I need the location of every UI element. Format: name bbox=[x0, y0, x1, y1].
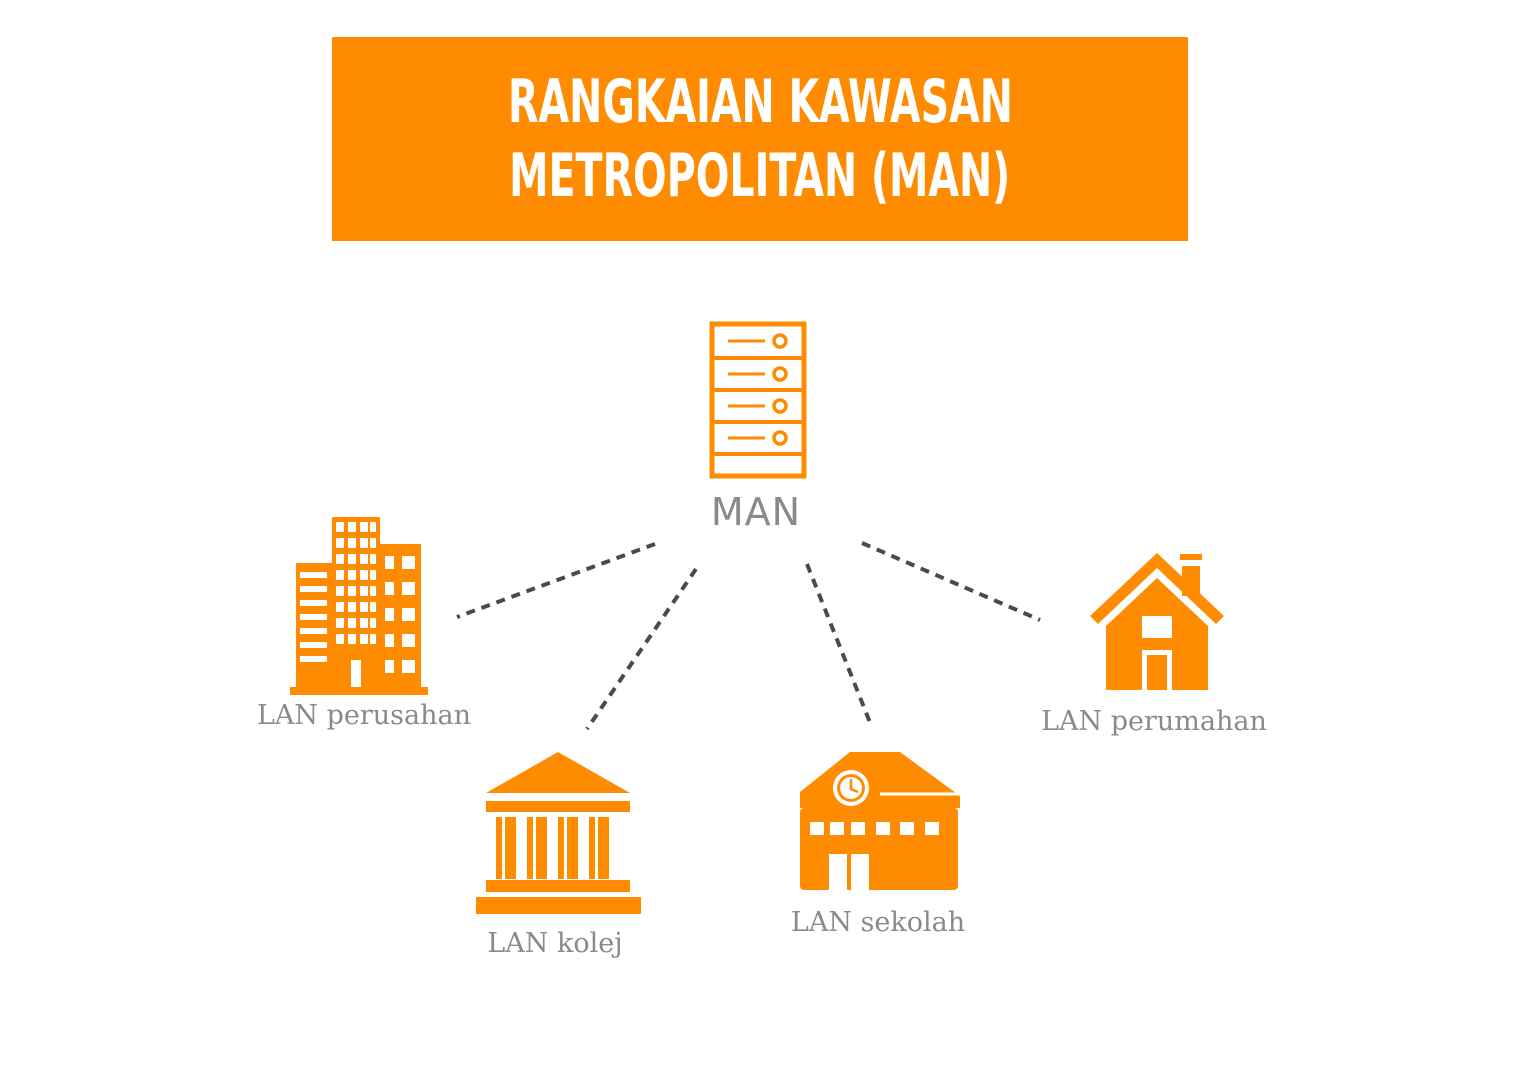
connector-perusahan bbox=[456, 542, 656, 619]
title-line-2: METROPOLITAN (MAN) bbox=[509, 141, 1011, 211]
node-label-perusahan: LAN perusahan bbox=[256, 700, 472, 731]
connectors bbox=[456, 541, 1041, 731]
connector-kolej bbox=[585, 567, 698, 731]
connector-sekolah bbox=[805, 563, 873, 726]
office-buildings-icon bbox=[290, 517, 428, 695]
node-label-kolej: LAN kolej bbox=[487, 928, 623, 959]
college-building-icon bbox=[476, 752, 641, 914]
man-label: MAN bbox=[710, 490, 802, 534]
title-banner: RANGKAIAN KAWASAN METROPOLITAN (MAN) bbox=[332, 37, 1188, 241]
server-icon bbox=[709, 321, 807, 479]
node-label-perumahan: LAN perumahan bbox=[1041, 706, 1267, 737]
house-icon bbox=[1090, 553, 1224, 690]
connector-perumahan bbox=[861, 541, 1041, 622]
school-building-icon bbox=[800, 752, 960, 890]
node-label-sekolah: LAN sekolah bbox=[790, 907, 966, 938]
title-line-1: RANGKAIAN KAWASAN bbox=[507, 67, 1013, 137]
